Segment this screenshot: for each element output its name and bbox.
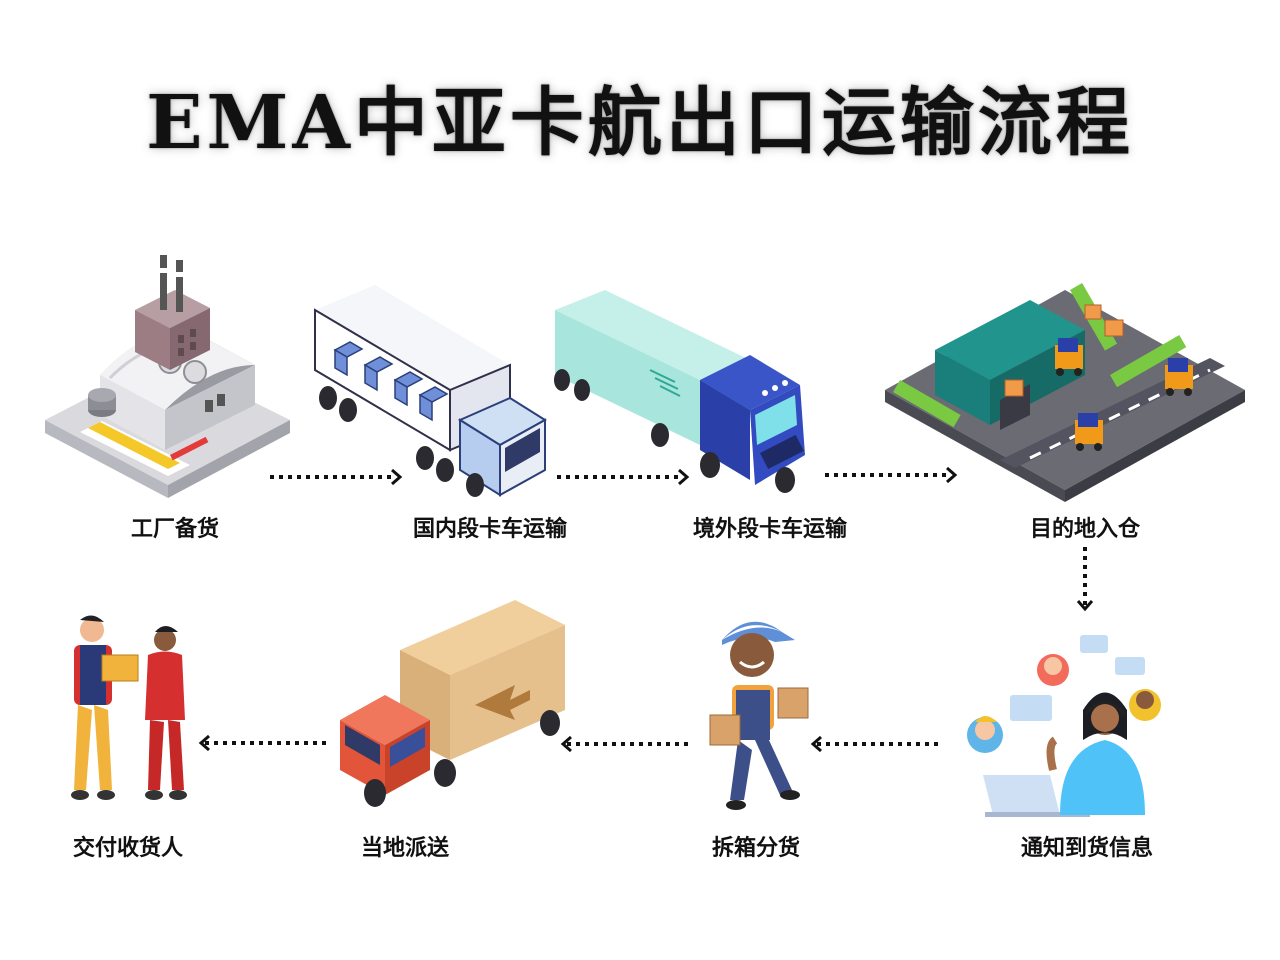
step-label-local-delivery: 当地派送 [360, 836, 449, 861]
warehouse-icon [885, 283, 1245, 502]
domestic-truck-icon [314, 285, 547, 497]
page-title: EMA中亚卡航出口运输流程 [146, 80, 1134, 166]
overseas-truck-icon [554, 290, 805, 493]
customer-service-icon [967, 635, 1161, 817]
delivery-truck-icon [340, 600, 565, 807]
flow-arrow-7 [198, 734, 331, 752]
flow-arrow-5 [810, 735, 943, 753]
factory-icon [45, 255, 290, 498]
flow-arrow-4 [1076, 547, 1094, 612]
flow-arrow-1 [270, 468, 403, 486]
step-label-warehouse: 目的地入仓 [1029, 517, 1140, 542]
step-label-overseas-truck: 境外段卡车运输 [692, 517, 847, 542]
step-label-domestic-truck: 国内段卡车运输 [412, 517, 567, 542]
step-label-notify: 通知到货信息 [1020, 836, 1153, 861]
flow-arrow-2 [557, 468, 690, 486]
flow-arrow-3 [825, 466, 958, 484]
flow-arrow-6 [560, 735, 693, 753]
handover-icon [71, 615, 187, 800]
step-label-handover: 交付收货人 [72, 836, 183, 861]
step-label-unpack: 拆箱分货 [711, 836, 800, 861]
delivery-worker-icon [709, 621, 809, 810]
step-label-factory: 工厂备货 [130, 517, 219, 542]
